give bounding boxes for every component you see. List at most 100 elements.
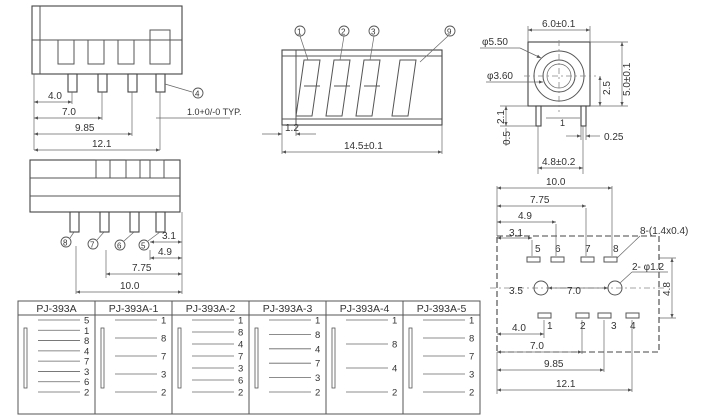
pin-label: 8 xyxy=(161,334,166,345)
callout-1: 1 xyxy=(297,28,302,37)
model-pj-393a-4: PJ-393A-4 xyxy=(340,303,390,315)
fp-pin-8: 8 xyxy=(613,244,619,255)
dim-center: 1 xyxy=(560,118,565,128)
fp-hole-spec: 2- φ1.2 xyxy=(632,262,664,273)
pin-label: 8 xyxy=(392,340,397,351)
pin-label: 5 xyxy=(84,316,89,327)
fp-dim-7-75: 7.75 xyxy=(530,195,550,206)
plug-sleeve xyxy=(100,327,105,389)
fp-pin-7: 7 xyxy=(585,244,591,255)
jack-body-outline xyxy=(281,49,443,126)
callout-4: 4 xyxy=(195,90,200,99)
pin-label: 8 xyxy=(84,336,89,347)
fp-pin-3: 3 xyxy=(611,321,617,332)
fp-dim-7-0-mid: 7.0 xyxy=(567,286,581,297)
pin xyxy=(67,73,78,93)
pin-label: 1 xyxy=(469,316,474,327)
fp-dim-3-1: 3.1 xyxy=(509,228,523,239)
dim-height: 5.0±0.1 xyxy=(622,62,633,96)
pin-label: 7 xyxy=(315,359,320,370)
pin-label: 3 xyxy=(469,370,474,381)
top-view: 1 2 3 9 1.2 14.5±0.1 xyxy=(262,25,456,154)
pin-label: 3 xyxy=(238,364,243,375)
pin-label: 2 xyxy=(469,388,474,399)
dim-inner-dia: φ3.60 xyxy=(487,71,513,82)
pin-label: 4 xyxy=(238,340,243,351)
model-pj-393a: PJ-393A xyxy=(36,303,76,315)
callout-8: 8 xyxy=(63,239,68,248)
pin-label: 1 xyxy=(238,316,243,327)
pin-label: 8 xyxy=(238,328,243,339)
callout-7: 7 xyxy=(90,241,95,250)
dim-width: 6.0±0.1 xyxy=(542,19,576,30)
pin-label: 7 xyxy=(469,352,474,363)
pin-width-typ: 1.0+0/-0 TYP. xyxy=(187,107,241,117)
pin-label: 8 xyxy=(315,330,320,341)
pin-label: 3 xyxy=(161,370,166,381)
plug-sleeve xyxy=(331,327,336,389)
pin-label: 4 xyxy=(392,364,397,375)
plug-sleeve xyxy=(23,327,28,389)
dim-7-0: 7.0 xyxy=(62,107,76,118)
dim-7-75: 7.75 xyxy=(132,263,152,274)
fp-dim-12-1: 12.1 xyxy=(556,379,576,390)
pin-label: 1 xyxy=(315,316,320,327)
dim-outer-dia: φ5.50 xyxy=(482,37,508,48)
pin xyxy=(97,73,108,93)
fp-dim-3-5: 3.5 xyxy=(509,286,523,297)
dim-half-height: 2.5 xyxy=(602,81,613,95)
model-pj-393a-5: PJ-393A-5 xyxy=(417,303,467,315)
callout-6: 6 xyxy=(117,242,122,251)
model-pj-393a-2: PJ-393A-2 xyxy=(186,303,236,315)
fp-dim-4-8: 4.8 xyxy=(662,282,673,296)
pin-label: 2 xyxy=(84,388,89,399)
pin-label: 2 xyxy=(161,388,166,399)
fp-dim-9-85: 9.85 xyxy=(544,359,564,370)
dim-4-0: 4.0 xyxy=(48,91,62,102)
dim-pin-thick: 0.25 xyxy=(604,132,624,143)
fp-pin-4: 4 xyxy=(630,321,636,332)
pin-label: 8 xyxy=(469,334,474,345)
variant-table: PJ-393A PJ-393A-1 PJ-393A-2 PJ-393A-3 PJ… xyxy=(17,300,481,415)
fp-pin-1: 1 xyxy=(547,321,553,332)
dim-4-9: 4.9 xyxy=(158,247,172,258)
fp-pin-2: 2 xyxy=(580,321,586,332)
pin xyxy=(155,73,166,93)
plug-sleeve xyxy=(254,327,259,389)
pin-label: 6 xyxy=(238,376,243,387)
dim-1-2: 1.2 xyxy=(285,123,299,134)
pin-label: 3 xyxy=(315,373,320,384)
pin-label: 6 xyxy=(84,377,89,388)
fp-pin-6: 6 xyxy=(555,244,561,255)
dim-14-5: 14.5±0.1 xyxy=(344,141,383,152)
pin-label: 3 xyxy=(84,367,89,378)
model-pj-393a-1: PJ-393A-1 xyxy=(109,303,159,315)
callout-2: 2 xyxy=(341,28,346,37)
fp-dim-4-9: 4.9 xyxy=(518,211,532,222)
pcb-footprint: 5 6 7 8 1 2 3 4 10.0 7.75 4.9 3.1 8-(1.4… xyxy=(490,177,688,394)
pin-label: 7 xyxy=(161,352,166,363)
model-pj-393a-3: PJ-393A-3 xyxy=(263,303,313,315)
side-view-top: 4.0 7.0 9.85 12.1 4 1.0+0/-0 TYP. xyxy=(31,5,241,152)
pin-label: 2 xyxy=(315,388,320,399)
pin-label: 2 xyxy=(392,388,397,399)
callout-5: 5 xyxy=(141,242,146,251)
fp-slot-spec: 8-(1.4x0.4) xyxy=(640,226,688,237)
fp-pin-5: 5 xyxy=(535,244,541,255)
dim-pin-offset: 0.5 xyxy=(502,131,513,145)
pin-label: 4 xyxy=(315,344,320,355)
dim-pin-pitch: 4.8±0.2 xyxy=(542,157,576,168)
pin-label: 2 xyxy=(238,388,243,399)
fp-dim-10-0: 10.0 xyxy=(546,177,566,188)
plug-sleeve xyxy=(408,327,413,389)
dim-12-1: 12.1 xyxy=(92,139,112,150)
side-view-bottom: 8 7 6 5 3.1 4.9 7.75 10.0 xyxy=(29,159,183,294)
callout-3: 3 xyxy=(371,28,376,37)
pin-label: 4 xyxy=(84,346,89,357)
pin xyxy=(127,73,138,93)
fp-dim-7-0-bottom: 7.0 xyxy=(530,341,544,352)
pin-label: 7 xyxy=(84,357,89,368)
front-view: 6.0±0.1 φ5.50 φ3.60 5.0±0.1 2.5 2.1 0.5 … xyxy=(480,19,633,174)
